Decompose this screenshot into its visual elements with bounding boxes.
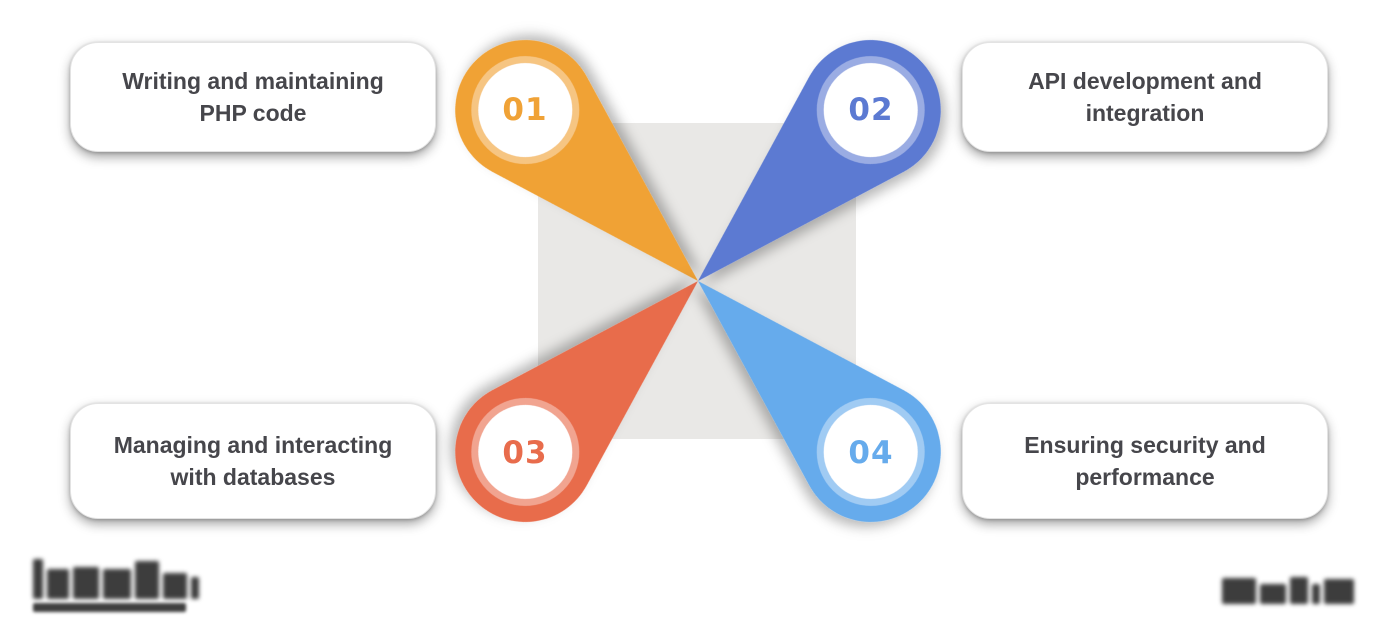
logo-blur-bar [47,569,69,599]
logo-blur-bar [103,569,131,599]
petal-01 [455,40,698,281]
logo-blur-bar [1222,578,1256,604]
petal-number-02: 02 [848,92,893,128]
left-blurred-wordmark-logo [33,559,199,612]
petal-04-inner-circle [823,404,918,499]
logo-blur-bar [33,559,43,599]
petal-01-inner-circle [478,63,573,158]
card-03-label: Managing and interacting with databases [113,432,393,490]
logo-blur-bar [1260,584,1286,604]
logo-blur-tagline [33,603,186,612]
logo-blur-bar [1312,584,1320,604]
blurred-logo-bars [33,559,199,599]
petal-number-01: 01 [502,92,547,128]
blurred-logo-bars [1222,577,1354,604]
petal-03-inner-circle [478,404,573,499]
logo-blur-bar [191,577,199,599]
card-04: Ensuring security and performance [962,403,1328,519]
petal-04 [698,281,941,522]
logo-blur-bar [163,573,187,599]
card-01-label: Writing and maintaining PHP code [122,68,384,126]
logo-blur-bar [1324,579,1354,604]
card-04-label: Ensuring security and performance [1024,432,1266,490]
card-02: API development and integration [962,42,1328,152]
logo-blur-bar [73,567,99,599]
petal-number-03: 03 [502,435,547,471]
logo-blur-bar [135,561,159,599]
petal-03 [455,281,698,522]
petal-02-inner-circle [823,63,918,158]
logo-blur-bar [1290,577,1308,604]
card-01: Writing and maintaining PHP code [70,42,436,152]
right-blurred-wordmark-logo [1222,577,1354,604]
card-03: Managing and interacting with databases [70,403,436,519]
petal-number-04: 04 [848,435,893,471]
card-02-label: API development and integration [1028,68,1262,126]
petal-02 [698,40,941,281]
